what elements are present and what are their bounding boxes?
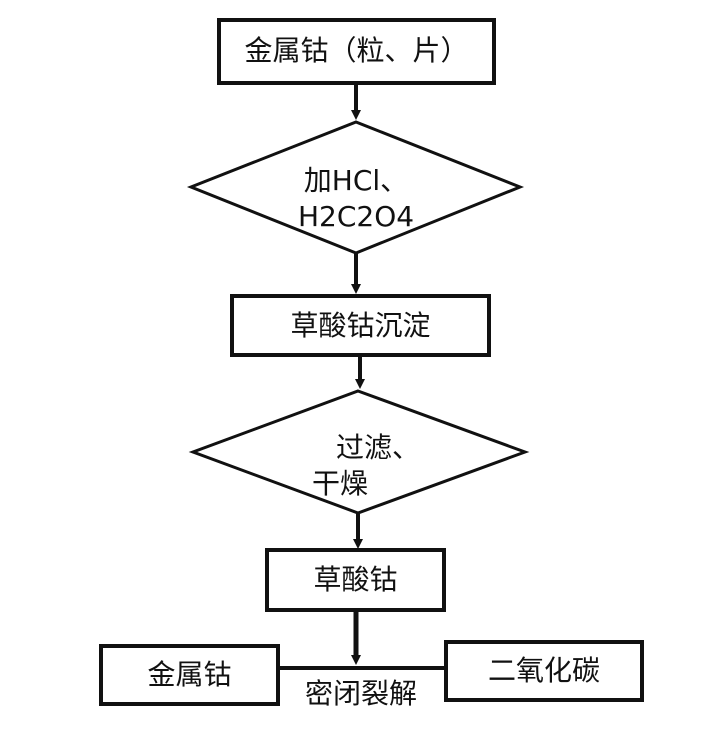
step1-label-line1: 加HCl、 <box>303 164 409 197</box>
oxalate-label: 草酸钴 <box>313 563 398 596</box>
step2-label-line1: 过滤、 <box>335 431 420 464</box>
step2-label-line2: 干燥 <box>311 467 368 500</box>
step1-label-line2: H2C2O4 <box>297 200 415 233</box>
product-left-label: 金属钴 <box>147 658 232 691</box>
product-right-label: 二氧化碳 <box>487 654 600 687</box>
start-label: 金属钴（粒、片） <box>244 34 469 67</box>
precipitate-label: 草酸钴沉淀 <box>290 309 431 342</box>
decompose-label: 密闭裂解 <box>286 676 436 712</box>
product-right-box <box>444 640 644 702</box>
product-left-box <box>99 644 280 706</box>
